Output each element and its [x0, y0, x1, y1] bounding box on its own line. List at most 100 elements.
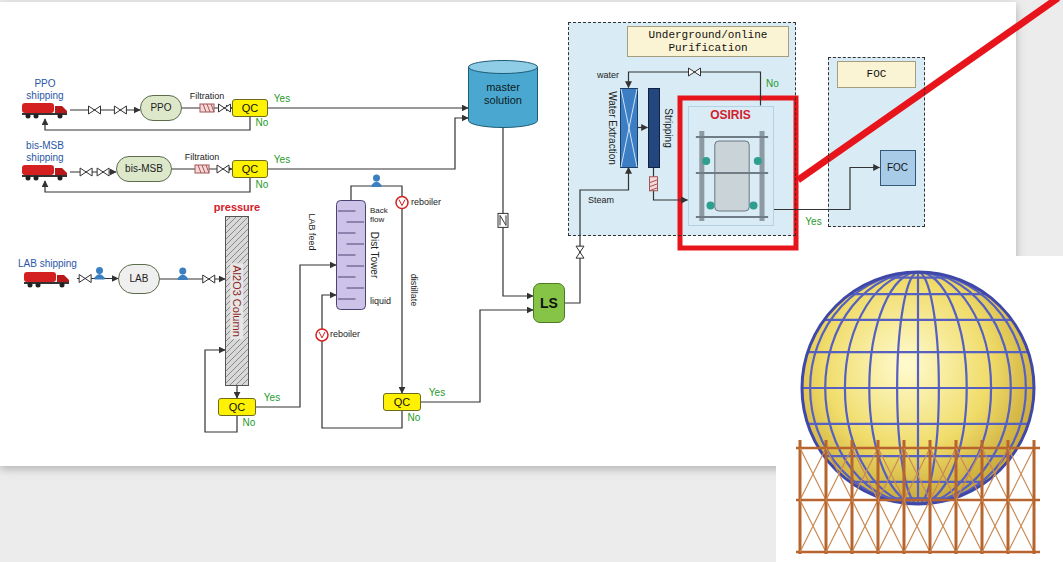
annotation: Steam	[588, 195, 614, 205]
decor-rect	[759, 131, 764, 221]
shipping-truck: LAB shipping	[18, 258, 77, 288]
pipe-connector	[205, 350, 237, 432]
pipe-connector	[351, 186, 402, 393]
highlight	[680, 0, 1058, 248]
decor-path	[878, 500, 904, 552]
node-label: pressure	[214, 201, 260, 214]
decor-path	[982, 448, 1008, 500]
valve-symbol	[114, 106, 126, 114]
node-label: QC	[242, 163, 259, 176]
decor-line	[695, 136, 767, 138]
nfilter-symbol	[498, 213, 508, 227]
decor-circle	[60, 282, 65, 287]
reb-symbol	[316, 329, 328, 341]
decor-circle	[373, 175, 380, 182]
decor-path	[80, 168, 92, 176]
valve-symbol	[219, 104, 231, 112]
highlight-pointer	[798, 0, 1058, 180]
shipping-truck: PPO shipping	[20, 78, 70, 119]
decor-ellipse	[810, 272, 1026, 504]
decor-path	[930, 500, 956, 552]
storage-tank: PPO	[140, 95, 182, 121]
node-label: FOC	[837, 61, 916, 88]
node-label: QC	[242, 102, 259, 115]
decor-path	[956, 448, 982, 500]
pump-symbol	[372, 175, 382, 188]
decor-path	[203, 104, 214, 112]
decor-circle	[753, 157, 761, 165]
decor-path	[621, 89, 637, 167]
node-label: Al2O3 Column	[231, 263, 244, 339]
decor-circle	[58, 176, 63, 181]
valve-symbol	[217, 165, 229, 173]
decor-path	[372, 182, 382, 188]
storage-tank: LAB	[118, 264, 160, 294]
decor-rect	[24, 282, 69, 284]
decor-circle	[396, 197, 408, 209]
decor-line	[338, 255, 356, 256]
decor-path	[55, 106, 67, 115]
extraction-column: Water Extraction	[620, 88, 638, 168]
edge-label: Filtration	[190, 91, 225, 101]
node-label: OSIRIS	[710, 109, 751, 123]
decor-rect	[141, 96, 182, 121]
pipe-connector	[268, 107, 468, 108]
decor-path	[178, 275, 188, 281]
decor-path	[114, 106, 126, 114]
truck-icon	[24, 270, 70, 288]
decor-g	[45, 72, 880, 432]
decor-path	[1008, 500, 1034, 552]
annotation: LAB feed	[307, 213, 317, 250]
decor-path	[319, 332, 325, 338]
pipe-connector	[236, 386, 237, 398]
valve-symbol	[97, 168, 109, 176]
decor-path	[89, 106, 101, 114]
decor-circle	[26, 176, 31, 181]
annotation: reboiler	[411, 197, 441, 207]
filter-symbol	[200, 104, 214, 112]
pipe-connector	[629, 72, 761, 106]
node-label: bis-MSB shipping	[20, 140, 70, 163]
valve-symbol	[80, 168, 92, 176]
node-label: LS	[540, 295, 558, 311]
panel-fill	[828, 57, 925, 227]
decor-path	[576, 246, 584, 258]
cyl-shape	[468, 60, 538, 128]
decor-path	[800, 448, 826, 500]
pipe-connector	[503, 128, 533, 296]
decor-rect	[22, 103, 54, 113]
distillation-tower: Dist Tower	[336, 200, 366, 310]
purification-panel: Water ExtractionStrippingOSIRISUndergrou…	[568, 22, 796, 236]
pipe-connector	[45, 178, 250, 192]
decor-rect	[620, 88, 637, 167]
node-label: LAB	[130, 273, 149, 285]
storage-tank: bis-MSB	[116, 156, 172, 182]
decor-circle	[802, 272, 1034, 504]
decor-rect	[699, 131, 704, 221]
decor-path	[650, 180, 658, 191]
decor-line	[338, 211, 356, 212]
node-label: PPO	[150, 102, 171, 114]
decor-path	[904, 500, 930, 552]
valve-symbol	[689, 68, 701, 76]
decor-rect	[226, 217, 249, 386]
decor-ellipse	[869, 272, 966, 504]
stripping-column: Stripping	[648, 88, 660, 168]
ls-tank: LS	[533, 283, 565, 323]
tankH-shape	[118, 264, 160, 294]
pipe-connector	[322, 295, 402, 428]
decor-path	[469, 67, 538, 128]
valve-symbol	[576, 246, 584, 258]
decor-rect	[22, 175, 67, 177]
decor-line	[338, 233, 356, 234]
decor-circle	[179, 268, 186, 275]
decor-path	[198, 165, 209, 173]
decor-circle	[316, 329, 328, 341]
foc-box: FOC	[880, 150, 916, 186]
pipe-connector	[638, 127, 648, 128]
decor-path	[217, 165, 229, 173]
valve-symbol	[203, 275, 215, 283]
alumina-column: pressureAl2O3 Column	[225, 216, 249, 386]
decor-path	[203, 275, 215, 283]
decor-line	[796, 551, 1040, 554]
